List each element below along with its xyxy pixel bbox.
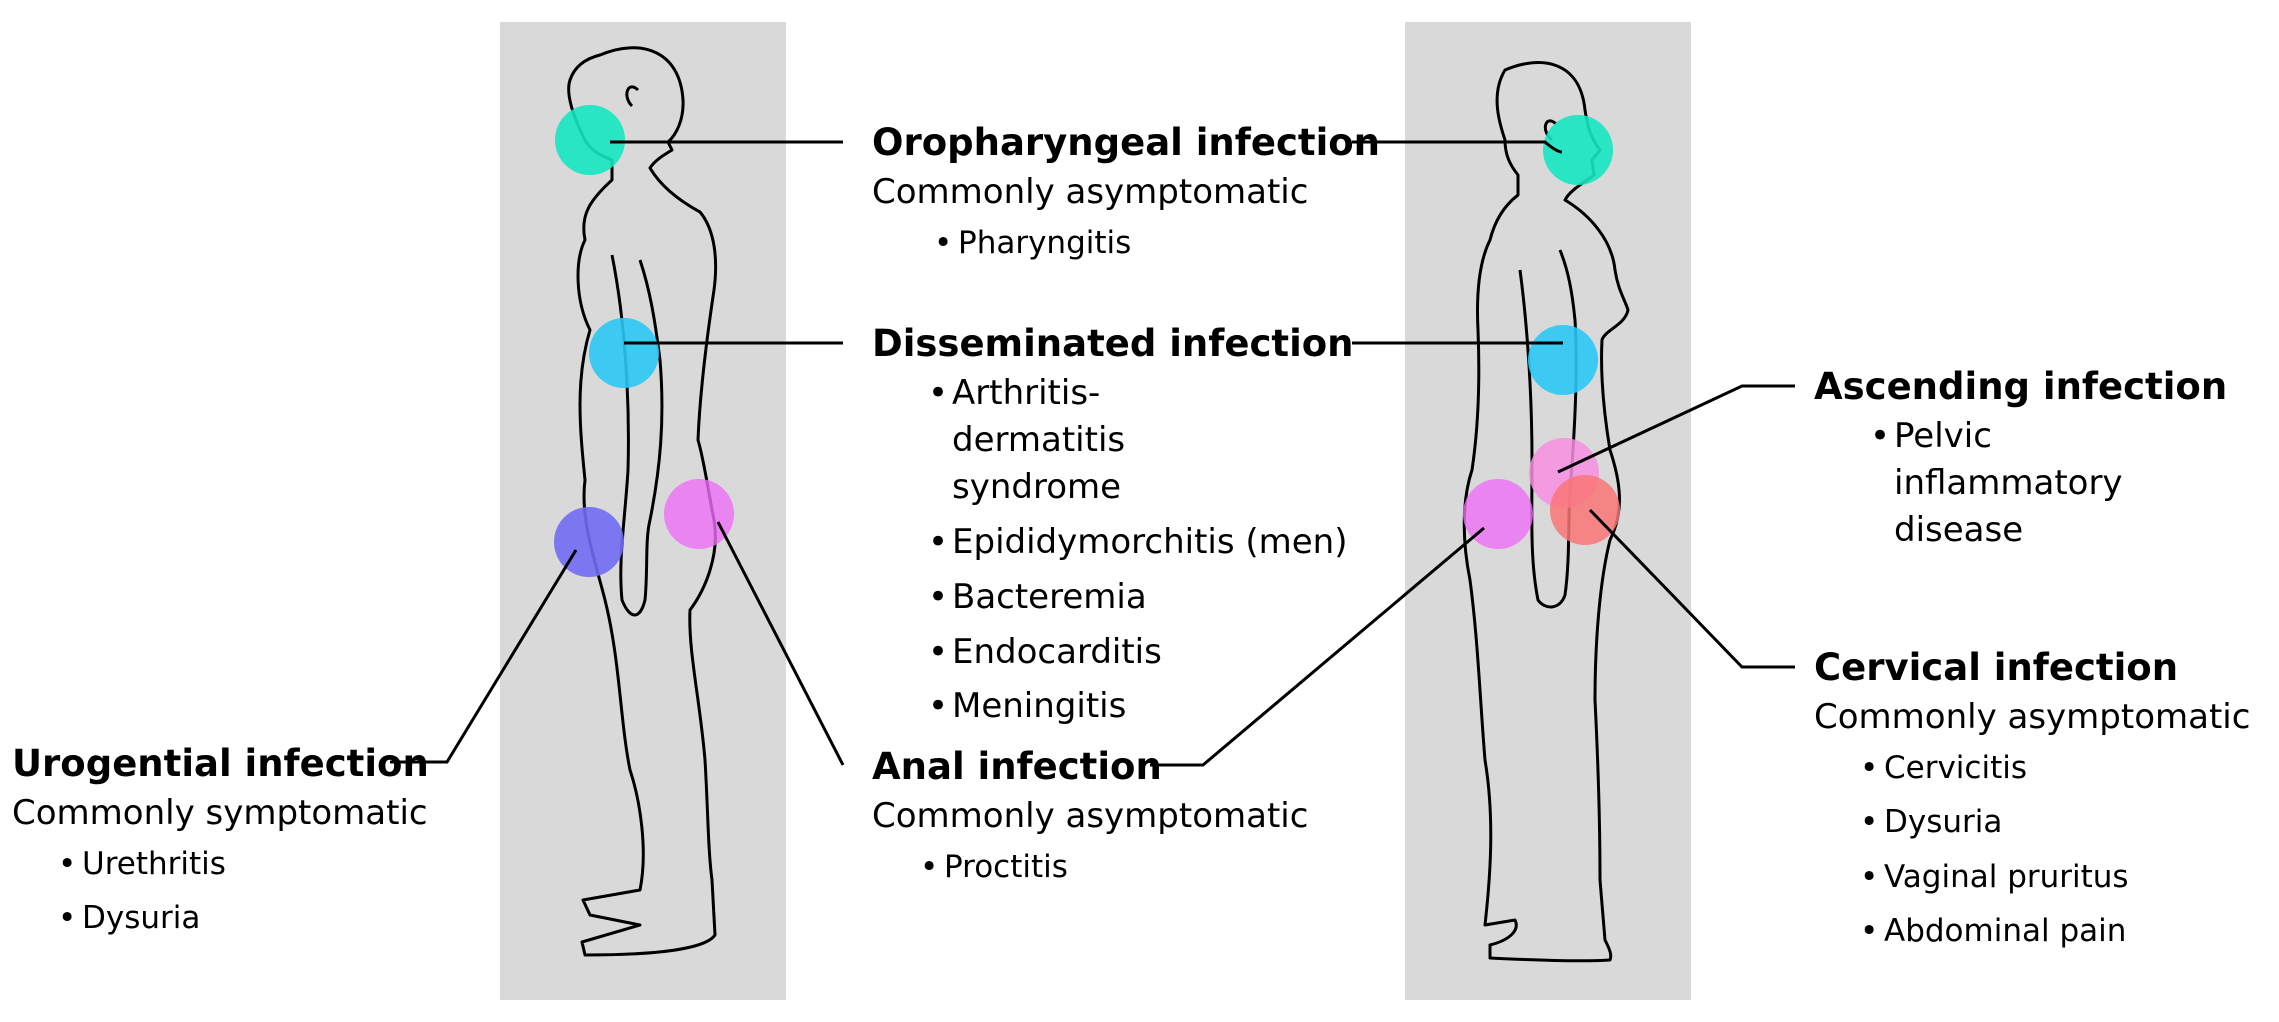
disseminated-label: Disseminated infection Arthritis-dermati… [872,325,1354,730]
ascending-title: Ascending infection [1814,365,2228,408]
bullet-item: Endocarditis [928,629,1348,676]
leader-cervical-female [1588,508,1795,669]
oropharyngeal-bullets: Pharyngitis [934,223,1380,264]
bullet-item: Epididymorchitis (men) [928,519,1348,566]
anal-bullets: Proctitis [920,847,1308,888]
leader-oropharyngeal-female [1352,140,1563,154]
anal-subtitle: Commonly asymptomatic [872,796,1309,836]
bullet-item: Dysuria [1860,802,2250,843]
bullet-item: Meningitis [928,683,1348,730]
male-arm-outline [610,254,664,617]
bullet-item: Bacteremia [928,574,1348,621]
male-ear [625,85,640,108]
cervical-title: Cervical infection [1814,646,2179,689]
urogenital-title: Urogential infection [12,742,429,785]
marker-anal-male [664,479,734,549]
anal-label: Anal infection Commonly asymptomatic Pro… [872,745,1309,888]
leader-urogenital-male [390,549,578,764]
male-body-outline [567,46,718,957]
cervical-subtitle: Commonly asymptomatic [1814,697,2251,737]
bullet-item: Urethritis [58,844,429,885]
leader-ascending-female [1557,384,1795,474]
cervical-label: Cervical infection Commonly asymptomatic… [1814,649,2250,951]
oropharyngeal-label: Oropharyngeal infection Commonly asympto… [872,121,1381,264]
female-figure-panel [1405,22,1691,1000]
cervical-bullets: Cervicitis Dysuria Vaginal pruritus Abdo… [1860,748,2250,951]
bullet-item: Pelvic inflammatory disease [1870,413,2214,554]
urogenital-label: Urogential infection Commonly symptomati… [12,745,429,939]
marker-oropharyngeal-female [1543,115,1613,185]
bullet-item: Vaginal pruritus [1860,857,2250,898]
bullet-item: Proctitis [920,847,1308,888]
ascending-label: Ascending infection Pelvic inflammatory … [1814,368,2250,554]
marker-oropharyngeal-male [555,105,625,175]
bullet-item: Dysuria [58,898,429,939]
urogenital-bullets: Urethritis Dysuria [58,844,429,939]
urogenital-subtitle: Commonly symptomatic [12,793,428,833]
bullet-item: Pharyngitis [934,223,1380,264]
bullet-item: Arthritis-dermatitis syndrome [928,370,1252,511]
bullet-item: Cervicitis [1860,748,2250,789]
marker-disseminated-male [589,318,659,388]
ascending-bullets: Pelvic inflammatory disease [1870,413,2250,554]
disseminated-bullets: Arthritis-dermatitis syndrome Epididymor… [928,370,1348,730]
marker-disseminated-female [1528,325,1598,395]
bullet-item: Abdominal pain [1860,911,2250,952]
leader-anal-female [1150,526,1485,767]
female-arm-outline [1518,249,1578,609]
oropharyngeal-title: Oropharyngeal infection [872,121,1381,164]
leader-anal-male [716,521,845,766]
marker-cervical-female [1550,475,1620,545]
disseminated-title: Disseminated infection [872,322,1354,365]
female-body-outline [1462,61,1630,963]
anal-title: Anal infection [872,745,1162,788]
oropharyngeal-subtitle: Commonly asymptomatic [872,172,1309,212]
